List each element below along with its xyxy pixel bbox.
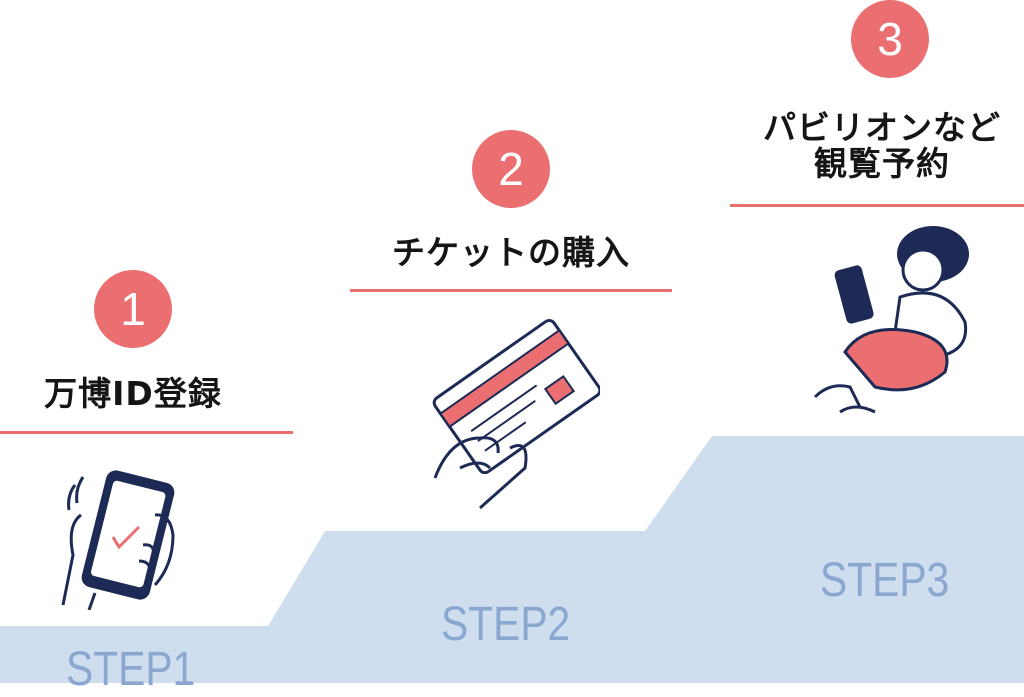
phone-in-hand-icon (61, 470, 175, 610)
step3-title-line2: 観覧予約 (814, 144, 950, 183)
credit-card-in-hand-icon (432, 318, 600, 510)
step1-title: 万博ID登録 (44, 374, 222, 413)
staircase-background (0, 436, 1024, 683)
step1-number-badge: 1 (94, 270, 172, 348)
stair-steps (0, 436, 1024, 683)
step1-divider (0, 431, 293, 434)
step1-label: STEP1 (66, 643, 196, 696)
step3-title: パビリオンなど 観覧予約 (740, 110, 1024, 182)
step3-label: STEP3 (820, 554, 950, 607)
step2-divider (350, 289, 672, 292)
woman-with-phone-icon (813, 226, 969, 414)
step3-divider (730, 204, 1024, 207)
step2-label: STEP2 (441, 598, 571, 651)
step2-number-badge: 2 (472, 130, 550, 208)
step2-title: チケットの購入 (392, 233, 630, 272)
step3-number-badge: 3 (851, 0, 929, 78)
step3-title-line1: パビリオンなど (763, 108, 1001, 147)
